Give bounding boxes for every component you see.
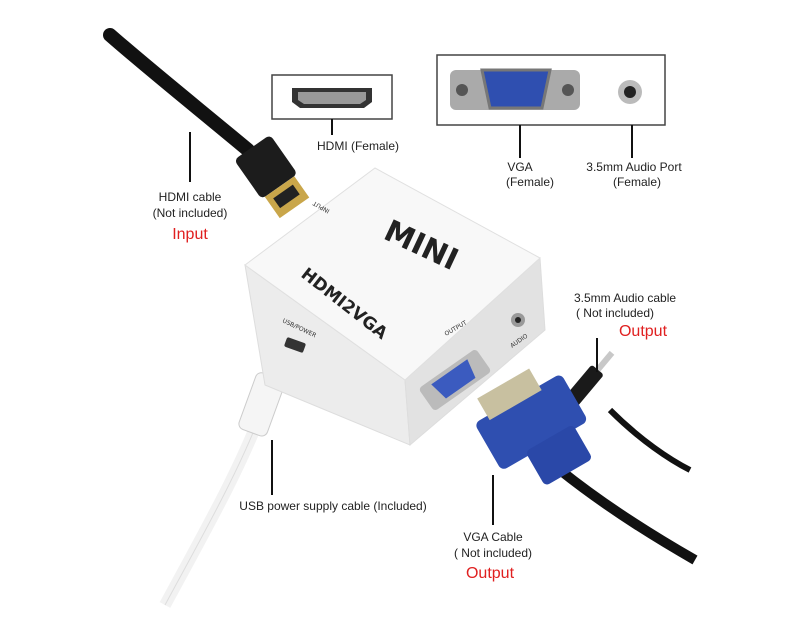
micro-usb-port xyxy=(284,337,306,353)
audio-cable-role: Output xyxy=(619,323,668,340)
hdmi2vga-converter: MINI HDMI2VGA INPUT OUTPUT USB/POWER AUD… xyxy=(244,167,546,447)
vga-female-label-line2: (Female) xyxy=(506,175,554,189)
hdmi-cable-role: Input xyxy=(172,226,208,243)
vga-output-port xyxy=(419,350,491,410)
hdmi-female-port-inset xyxy=(271,74,393,135)
vga-cable xyxy=(476,368,698,565)
audio-cable-label-line1: 3.5mm Audio cable xyxy=(574,291,676,305)
audio-port-label-line1: 3.5mm Audio Port xyxy=(586,160,682,174)
usb-power-cable xyxy=(159,355,287,608)
hdmi-cable-label-line2: (Not included) xyxy=(153,206,228,220)
hdmi-cable xyxy=(103,28,310,219)
vga-audio-port-inset xyxy=(436,54,666,158)
vga-female-label-line1: VGA xyxy=(507,160,532,174)
vga-cable-label-line1: VGA Cable xyxy=(463,530,523,544)
vga-cable-role: Output xyxy=(466,565,515,582)
usb-cable-label: USB power supply cable (Included) xyxy=(239,499,426,513)
audio-port-label-line2: (Female) xyxy=(613,175,661,189)
hdmi-cable-label-line1: HDMI cable xyxy=(159,190,222,204)
audio-cable-label-line2: ( Not included) xyxy=(576,306,654,320)
hdmi-female-label: HDMI (Female) xyxy=(317,139,399,153)
vga-cable-label-line2: ( Not included) xyxy=(454,546,532,560)
